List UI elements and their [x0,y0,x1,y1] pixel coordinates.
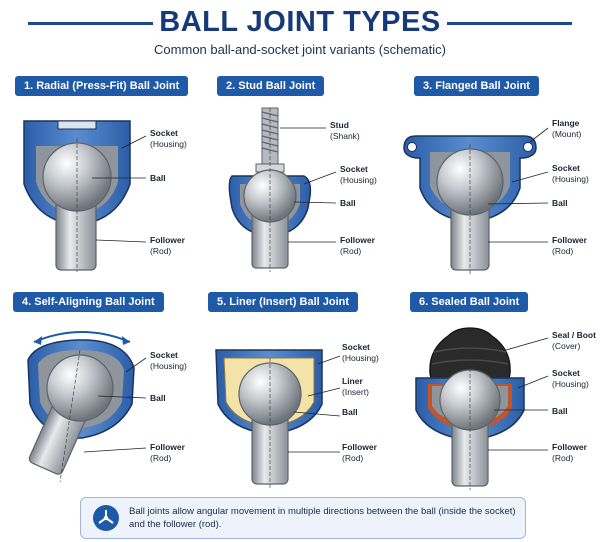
label-ball: Ball [552,406,568,416]
label-follower: Follower(Rod) [340,235,375,256]
label-seal: Seal / Boot(Cover) [552,330,596,351]
label-ball: Ball [340,198,356,208]
label-socket: Socket(Housing) [552,163,589,184]
label-socket: Socket(Housing) [340,164,377,185]
label-follower: Follower(Rod) [342,442,377,463]
panel-heading: 2. Stud Ball Joint [217,76,325,96]
label-follower: Follower(Rod) [150,235,185,256]
label-follower: Follower(Rod) [552,235,587,256]
panel-heading: 4. Self-Aligning Ball Joint [13,292,164,312]
panel-heading: 5. Liner (Insert) Ball Joint [208,292,359,312]
panel-heading: 6. Sealed Ball Joint [410,292,529,312]
panel-sealed: 6. Sealed Ball Joint Seal / Boot(Cover) … [400,292,600,502]
panel-flanged: 3. Flanged Ball Joint Flange(Mount) Sock… [400,76,600,286]
self-aligning-joint-illustration [27,331,147,483]
label-ball: Ball [150,393,166,403]
label-follower: Follower(Rod) [150,442,185,463]
label-socket: Socket(Housing) [150,350,187,371]
page-title: BALL JOINT TYPES [159,6,441,38]
label-ball: Ball [552,198,568,208]
label-follower: Follower(Rod) [552,442,587,463]
footer-text: Ball joints allow angular movement in mu… [129,506,516,530]
label-flange: Flange(Mount) [552,118,582,139]
panel-liner: 5. Liner (Insert) Ball Joint Socket(Hous… [200,292,400,502]
sealed-joint-illustration [415,327,549,490]
panel-heading: 1. Radial (Press-Fit) Ball Joint [15,76,189,96]
label-ball: Ball [150,173,166,183]
stud-joint-illustration [228,107,337,272]
label-socket: Socket(Housing) [342,342,379,363]
footer-note: Ball joints allow angular movement in mu… [80,497,526,539]
radial-joint-illustration [23,120,147,272]
title-rule-left [28,22,153,25]
panel-stud: 2. Stud Ball Joint Stud(Shank) Socket(Ho… [200,76,400,286]
label-socket: Socket(Housing) [552,368,589,389]
page-subtitle: Common ball-and-socket joint variants (s… [154,42,446,57]
label-liner: Liner(Insert) [342,376,369,397]
panel-radial: 1. Radial (Press-Fit) Ball Joint Socket(… [0,76,200,286]
label-ball: Ball [342,407,358,417]
panel-self-aligning: 4. Self-Aligning Ball Joint Socket(Housi… [0,292,200,502]
liner-joint-illustration [215,349,341,488]
flanged-joint-illustration [403,127,549,274]
label-stud: Stud(Shank) [330,120,360,141]
rotation-axes-icon [93,505,119,531]
panel-heading: 3. Flanged Ball Joint [414,76,539,96]
title-row: BALL JOINT TYPES [0,4,600,40]
title-rule-right [447,22,572,25]
label-socket: Socket(Housing) [150,128,187,149]
